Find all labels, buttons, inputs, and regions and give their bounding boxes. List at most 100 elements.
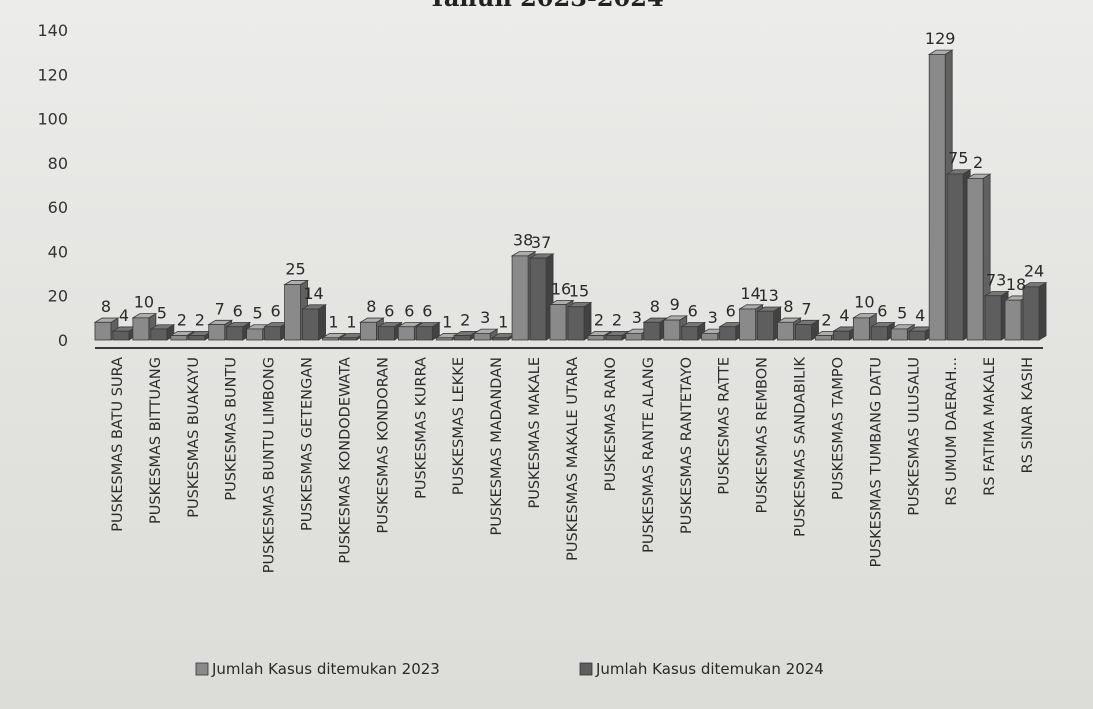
bar-2024 [908,330,926,341]
bar-2024 [302,308,319,341]
bar-2024 [719,326,737,341]
x-tick-label: PUSKESMAS KURRA [413,357,429,499]
category-group [169,330,214,341]
x-tick-label: PUSKESMAS ULUSALU [906,357,922,516]
bar-2023 [208,324,226,341]
category-group [889,324,934,341]
category-group [738,304,783,341]
data-label: 4 [839,306,849,325]
data-label: 8 [101,297,111,316]
y-tick-label: 0 [58,331,68,350]
data-label: 6 [233,302,243,321]
data-label: 6 [384,302,394,321]
bar-2023 [777,321,794,341]
bar-2023 [625,332,643,341]
bar-2024 [1022,286,1040,341]
data-label: 2 [594,310,604,329]
bar-2024 [226,326,244,341]
bar-2024 [795,324,812,341]
data-label: 2 [460,310,470,329]
bar-2023 [94,321,112,341]
category-group [851,312,896,341]
data-label: 8 [650,297,660,316]
category-group [662,315,707,341]
data-label: 9 [670,295,680,314]
bar-2024 [491,337,509,341]
data-label: 10 [134,293,154,312]
y-tick-label: 20 [48,287,68,306]
x-tick-label: PUSKESMAS RANTETAYO [679,357,695,534]
data-label: 4 [915,306,925,325]
data-label: 14 [740,284,760,303]
data-label: 5 [253,304,263,323]
bar-2024 [188,335,206,341]
bar-2023 [246,328,264,341]
x-tick-label: PUSKESMAS LEKKE [451,357,467,495]
data-label: 3 [480,308,490,327]
bar-2023 [663,319,681,341]
bar-2023 [1004,299,1022,341]
x-tick-label: RS FATIMA MAKALE [982,357,998,496]
bar-2024 [112,330,130,341]
bar-2023 [852,317,870,341]
x-tick-label: PUSKESMAS TUMBANG DATU [868,357,884,567]
bar-2024 [340,337,357,341]
bar-2023 [739,308,756,341]
data-label: 4 [119,306,129,325]
data-label: 10 [854,293,874,312]
data-label: 2 [195,310,205,329]
x-tick-label: PUSKESMAS BATU SURA [110,357,126,532]
category-group [321,332,365,341]
data-label: 1 [328,313,338,332]
bar-2024 [681,326,699,341]
bar-2024 [415,326,433,341]
x-tick-label: PUSKESMAS RATTE [717,357,733,495]
data-label: 1 [498,313,508,332]
data-label: 38 [513,231,533,250]
bar-2023 [587,335,605,341]
data-label: 6 [877,302,887,321]
x-tick-label: PUSKESMAS MADANDAN [489,357,505,535]
chart-title: Tahun 2023-2024 [428,0,663,12]
bar-2023 [890,328,908,341]
data-label: 7 [215,299,225,318]
bar-2023 [284,284,301,341]
bar-2023 [170,335,188,341]
bar-2023 [511,255,529,341]
y-tick-label: 120 [37,65,68,84]
y-tick-label: 140 [37,21,68,40]
data-label: 6 [422,302,432,321]
data-label: 37 [531,233,551,252]
x-tick-label: PUSKESMAS GETENGAN [300,357,316,531]
data-label: 18 [1006,275,1026,294]
category-group [813,326,858,341]
bar-2024 [453,335,471,341]
data-label: 15 [569,282,589,301]
data-label: 6 [271,302,281,321]
category-group [548,299,593,341]
category-group [1003,281,1048,341]
bar-2023 [435,337,453,341]
category-group [965,173,1010,341]
bar-2024 [984,295,1002,341]
bar-2023 [928,53,946,341]
bar-side [318,304,326,341]
bar-2023 [359,321,377,341]
data-label: 25 [285,259,305,278]
category-group [396,321,441,341]
category-group [927,49,972,341]
category-group [358,317,403,341]
data-label: 6 [404,302,414,321]
data-label: 2 [973,153,983,172]
bars-group [93,49,1048,341]
legend-swatch [195,662,209,676]
bar-2023 [549,304,567,341]
x-tick-label: PUSKESMAS MAKALE [527,357,543,509]
data-label: 8 [366,297,376,316]
x-tick-label: PUSKESMAS REMBON [755,357,771,513]
